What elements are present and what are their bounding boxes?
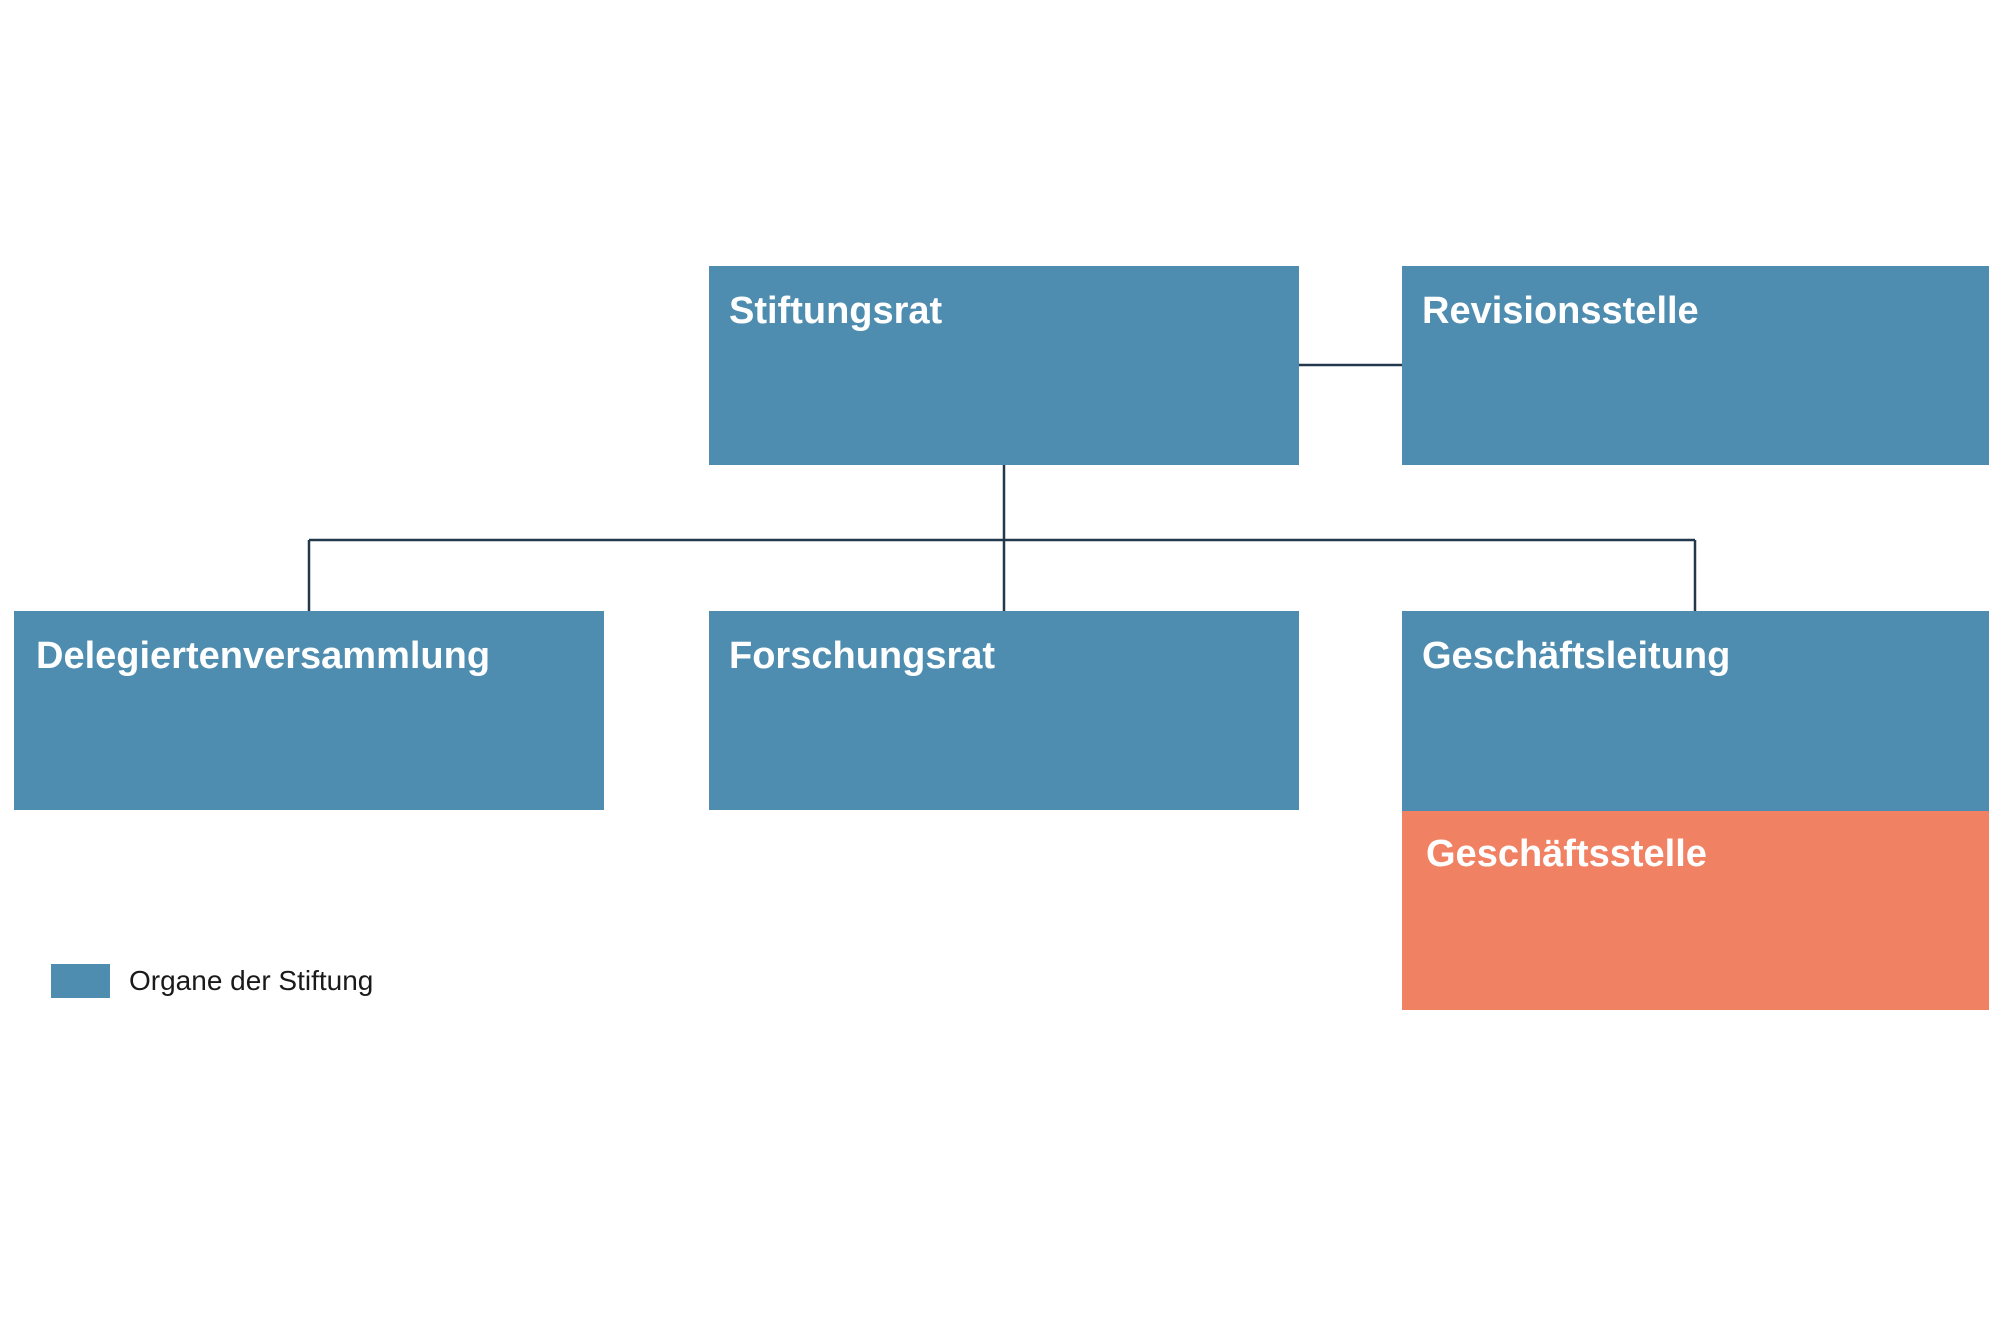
node-label-geschaeftsstelle: Geschäftsstelle — [1426, 833, 1707, 875]
node-delegiertenversammlung: Delegiertenversammlung — [14, 611, 604, 810]
node-geschaeftsleitung: Geschäftsleitung — [1402, 611, 1989, 811]
node-geschaeftsstelle: Geschäftsstelle — [1402, 811, 1989, 1010]
node-label-stiftungsrat: Stiftungsrat — [729, 290, 943, 332]
node-label-geschaeftsleitung: Geschäftsleitung — [1422, 635, 1731, 677]
node-label-forschungsrat: Forschungsrat — [729, 635, 996, 677]
node-stiftungsrat: Stiftungsrat — [709, 266, 1299, 465]
legend-swatch-organ — [51, 964, 110, 998]
legend-label: Organe der Stiftung — [129, 965, 374, 996]
legend: Organe der Stiftung — [51, 964, 373, 998]
node-forschungsrat: Forschungsrat — [709, 611, 1299, 810]
node-revisionsstelle: Revisionsstelle — [1402, 266, 1989, 465]
node-label-delegiertenversammlung: Delegiertenversammlung — [36, 635, 491, 677]
node-label-revisionsstelle: Revisionsstelle — [1422, 290, 1699, 332]
